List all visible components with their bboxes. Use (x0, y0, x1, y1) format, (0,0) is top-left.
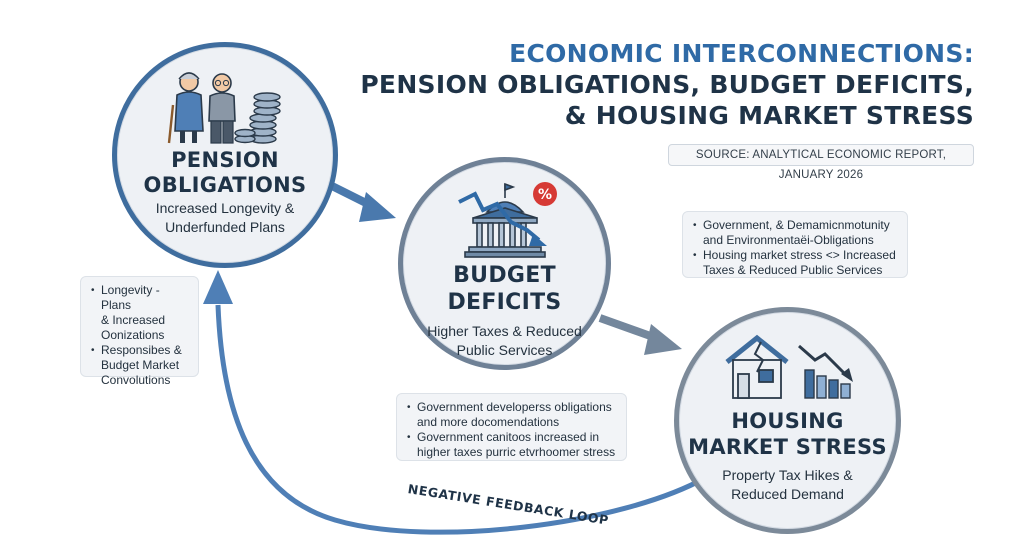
note-bottom-item: Government canitoos increased in higher … (407, 430, 616, 460)
note-right-text: Taxes & Reduced Public Services (703, 263, 883, 277)
note-left-text: & Increased (101, 313, 166, 327)
budget-title: BUDGET DEFICITS (403, 262, 606, 316)
note-left-item: Longevity - Plans & Increased Oonization… (91, 283, 188, 343)
note-right-item: Housing market stress <> Increased Taxes… (693, 248, 897, 278)
pension-title-line-2: OBLIGATIONS (143, 173, 307, 197)
arrow-budget-to-housing (598, 314, 658, 342)
note-bottom-item: Government developerss obligations and m… (407, 400, 616, 430)
node-housing-market-stress: HOUSING MARKET STRESS Property Tax Hikes… (674, 307, 901, 534)
note-left-text: Oonizations (101, 328, 165, 342)
budget-title-line-2: DEFICITS (447, 290, 562, 315)
government-building-decline-icon: % (458, 182, 557, 258)
budget-desc-line-1: Higher Taxes & Reduced (427, 323, 582, 339)
elderly-couple-coins-icon (167, 72, 281, 144)
budget-desc-line-2: Public Services (456, 342, 553, 358)
housing-desc-line-2: Reduced Demand (731, 486, 844, 502)
node-budget-deficits: % BUDGET DEFICITS Higher Taxes & Reduced… (398, 157, 611, 370)
pension-title: PENSION OBLIGATIONS (117, 148, 333, 198)
source-label: SOURCE: ANALYTICAL ECONOMIC REPORT, JANU… (668, 144, 974, 181)
note-bottom-text: higher taxes purric etvrhoomer stress (417, 445, 616, 459)
cracked-house-chart-icon (725, 334, 853, 399)
note-right-item: Government, & Demamicnmotunity and Envir… (693, 218, 897, 248)
note-right-text: Housing market stress <> Increased (703, 248, 896, 262)
note-bottom-text: Government canitoos increased in (417, 430, 600, 444)
arrowhead-pension-to-budget (359, 192, 396, 222)
housing-title: HOUSING MARKET STRESS (679, 408, 896, 460)
pension-title-line-1: PENSION (171, 148, 279, 172)
note-right-text: and Environmentaëi-Obligations (703, 233, 874, 247)
note-left-text: Budget Market (101, 358, 180, 372)
pension-description: Increased Longevity & Underfunded Plans (117, 199, 333, 237)
title-line-3: & HOUSING MARKET STRESS (564, 101, 974, 130)
housing-title-line-1: HOUSING (731, 409, 844, 433)
note-bottom-text: and more docomendations (417, 415, 560, 429)
note-left-text: Longevity - Plans (101, 283, 160, 312)
note-bottom-text: Government developerss obligations (417, 400, 612, 414)
title-line-2: PENSION OBLIGATIONS, BUDGET DEFICITS, (360, 70, 974, 99)
housing-desc-line-1: Property Tax Hikes & (722, 467, 853, 483)
note-box-left: Longevity - Plans & Increased Oonization… (80, 276, 199, 387)
budget-description: Higher Taxes & Reduced Public Services (403, 322, 606, 360)
housing-description: Property Tax Hikes & Reduced Demand (679, 466, 896, 504)
pension-desc-line-1: Increased Longevity & (155, 200, 295, 216)
budget-title-line-1: BUDGET (453, 263, 556, 288)
housing-title-line-2: MARKET STRESS (688, 435, 887, 459)
node-pension-obligations: PENSION OBLIGATIONS Increased Longevity … (112, 42, 338, 268)
feedback-loop-arc (215, 304, 707, 535)
title-line-1: ECONOMIC INTERCONNECTIONS: (509, 39, 974, 68)
note-left-item: Responsibes & Budget Market Convolutions (91, 343, 188, 388)
note-left-text: Responsibes & (101, 343, 182, 357)
note-box-right: Government, & Demamicnmotunity and Envir… (682, 211, 908, 278)
feedback-loop-arrowhead (203, 270, 233, 304)
main-title: ECONOMIC INTERCONNECTIONS: PENSION OBLIG… (360, 38, 974, 131)
pension-desc-line-2: Underfunded Plans (165, 219, 285, 235)
arrowhead-budget-to-housing (644, 324, 682, 355)
note-right-text: Government, & Demamicnmotunity (703, 218, 890, 232)
percent-badge: % (538, 187, 552, 203)
note-left-text: Convolutions (101, 373, 171, 387)
note-box-bottom: Government developerss obligations and m… (396, 393, 627, 461)
